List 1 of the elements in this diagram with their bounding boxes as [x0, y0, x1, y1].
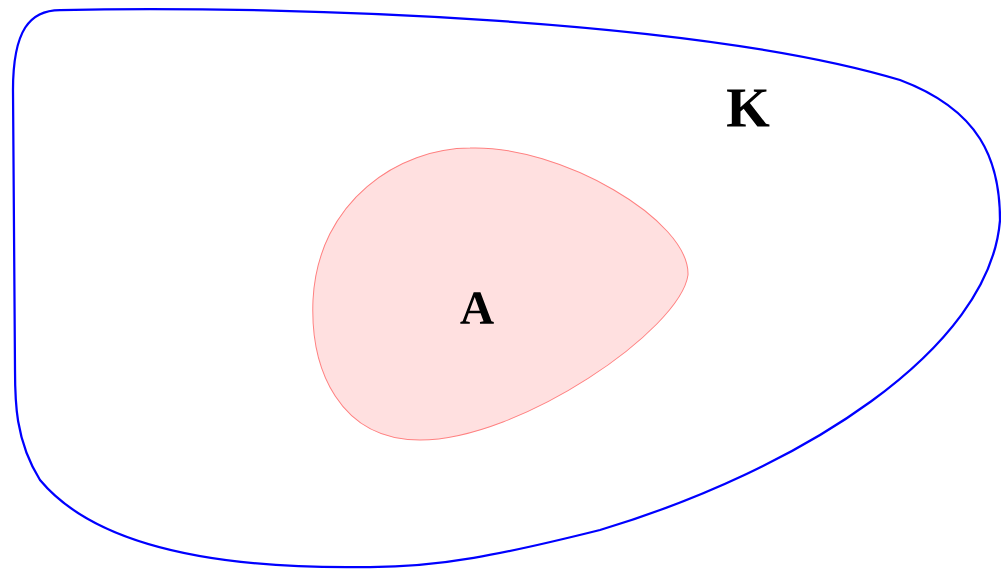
shaded-region: A: [312, 147, 689, 441]
